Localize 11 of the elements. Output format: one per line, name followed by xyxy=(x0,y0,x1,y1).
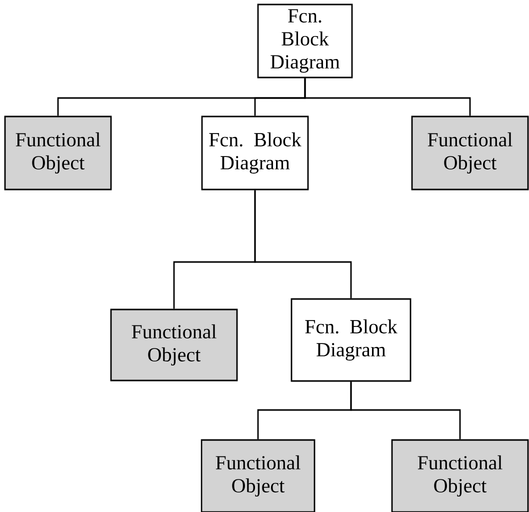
block-box: Fcn. Block Diagram xyxy=(201,116,309,190)
object-box: Functional Object xyxy=(411,116,529,190)
object-box: Functional Object xyxy=(4,116,112,190)
connector-line xyxy=(254,190,352,298)
connector-line xyxy=(304,78,471,116)
connector-line xyxy=(350,382,461,440)
object-box: Functional Object xyxy=(200,439,316,512)
block-box: Fcn. Block Diagram xyxy=(290,298,412,382)
object-box: Functional Object xyxy=(391,439,529,512)
block-box: Fcn. Block Diagram xyxy=(257,4,353,78)
object-box: Functional Object xyxy=(110,308,238,382)
